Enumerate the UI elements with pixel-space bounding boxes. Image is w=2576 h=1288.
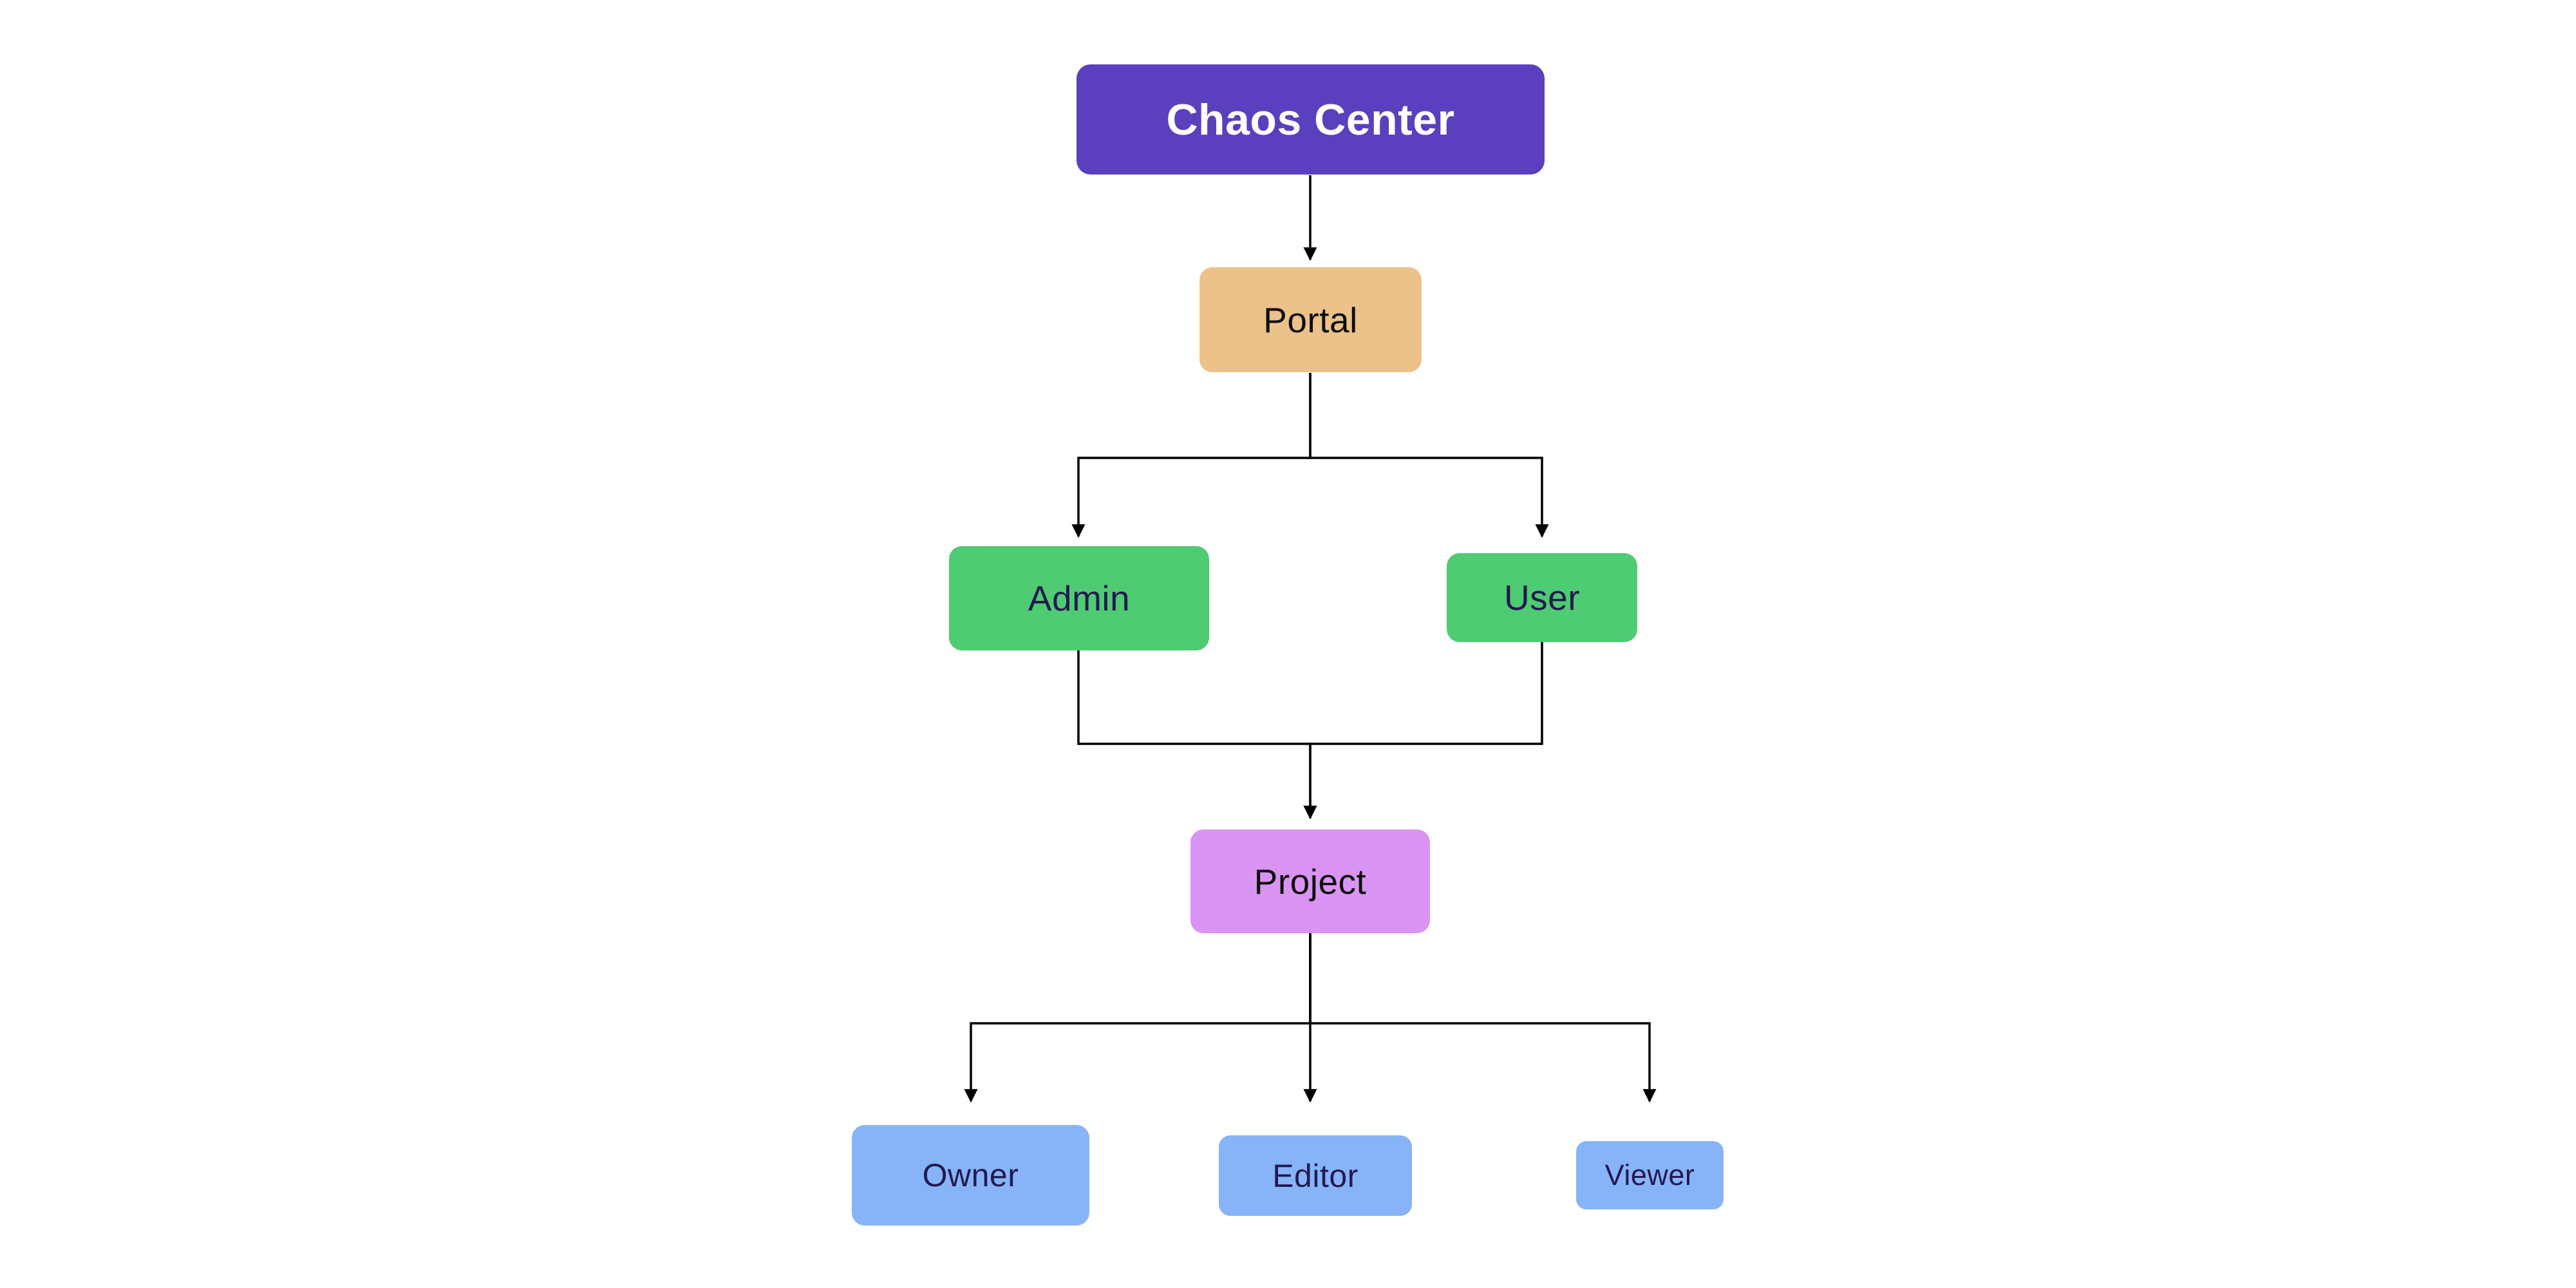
edge-portal-to-user bbox=[1309, 373, 1549, 538]
edge-portal-to-admin bbox=[1071, 373, 1312, 538]
node-editor: Editor bbox=[1219, 1135, 1412, 1216]
node-chaos-center: Chaos Center bbox=[1076, 64, 1545, 175]
edge-admin-to-project bbox=[1077, 650, 1317, 820]
node-user: User bbox=[1447, 553, 1637, 642]
node-project: Project bbox=[1190, 829, 1430, 933]
edge-user-to-project bbox=[1303, 642, 1543, 820]
node-portal: Portal bbox=[1199, 267, 1422, 372]
node-admin: Admin bbox=[949, 546, 1209, 650]
edge-project-to-owner bbox=[964, 933, 1312, 1103]
node-viewer: Viewer bbox=[1576, 1141, 1724, 1209]
edge-project-to-viewer bbox=[1309, 933, 1657, 1103]
node-owner: Owner bbox=[852, 1125, 1089, 1226]
